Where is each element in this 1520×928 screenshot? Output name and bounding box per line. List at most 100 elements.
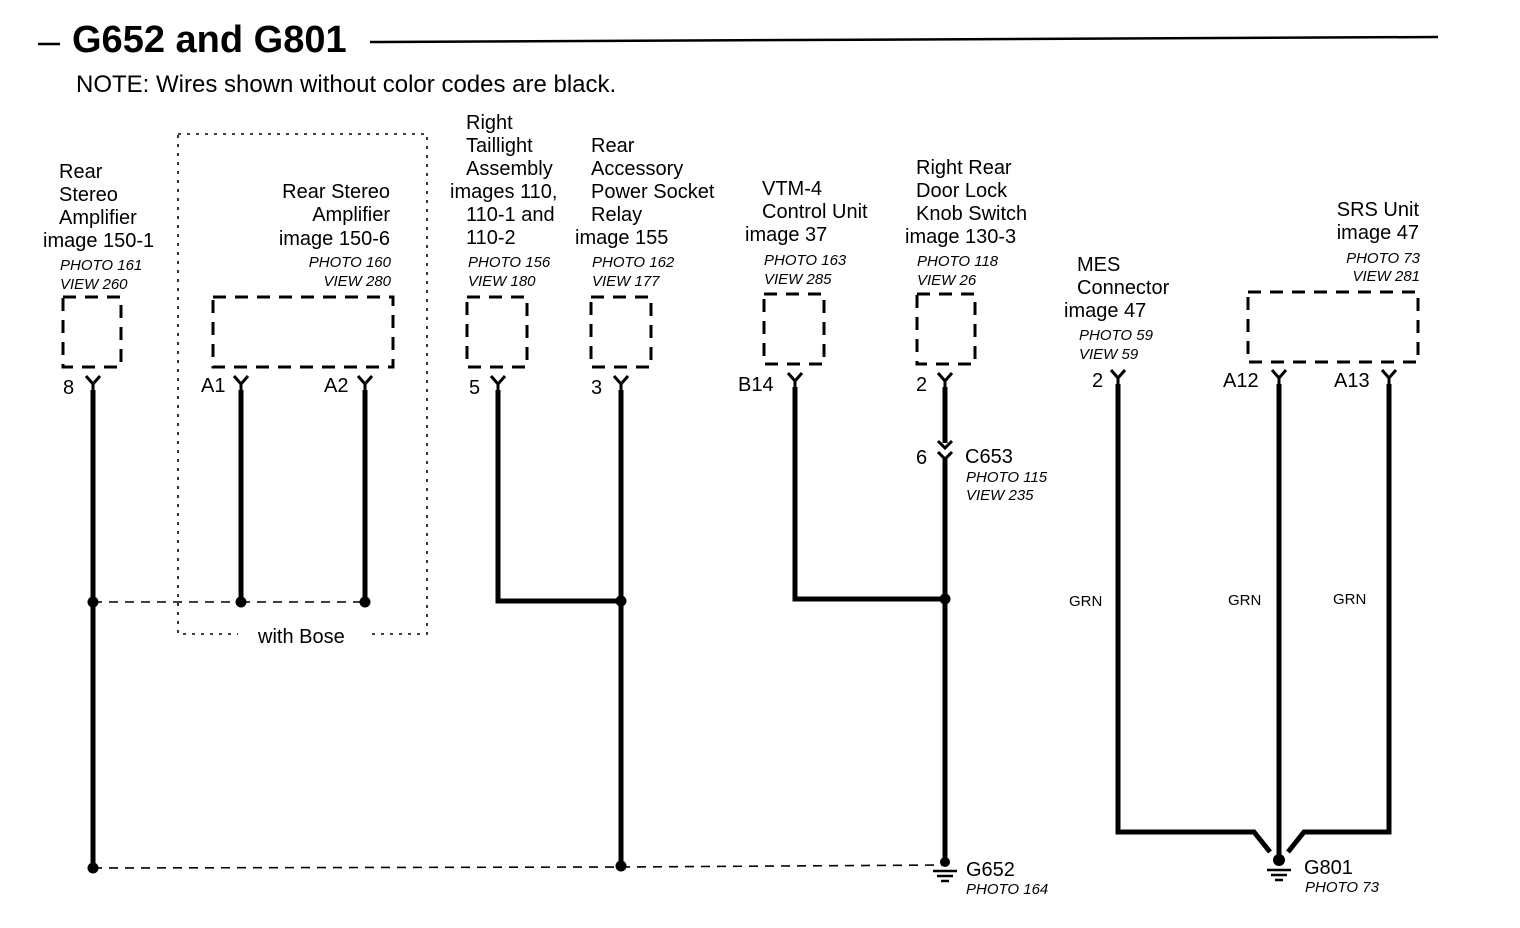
rear-amp-label-line: Stereo [59, 184, 118, 206]
splice-dot [939, 593, 951, 605]
g801-ground-point [1273, 854, 1285, 866]
rear-amp-label-line: image 150-1 [43, 230, 154, 252]
power-socket-connector-box [589, 295, 653, 369]
wire-color-a13: GRN [1333, 591, 1366, 608]
diagram-title: G652 and G801 [72, 19, 347, 61]
power-socket-terminal-icon [612, 375, 630, 390]
bose-amp-photo-ref: PHOTO 160 [309, 254, 392, 271]
rear-amp-view-ref: VIEW 260 [60, 276, 128, 293]
srs-a13-terminal-icon [1380, 369, 1398, 384]
srs-label-line: SRS Unit [1337, 199, 1420, 221]
rear-amp-connector-box [61, 295, 123, 369]
c653-inline-connector-icon [936, 439, 954, 462]
bose-amp-label-line: Amplifier [312, 204, 390, 226]
c653-photo-ref: PHOTO 115 [966, 469, 1048, 486]
vtm4-label-line: image 37 [745, 224, 827, 246]
taillight-pin-label: 5 [469, 377, 480, 399]
splice-dot [87, 596, 99, 608]
splice-dot [235, 596, 247, 608]
g652-photo-ref: PHOTO 164 [966, 881, 1048, 898]
srs-photo-ref: PHOTO 73 [1346, 250, 1421, 267]
taillight-terminal-icon [489, 375, 507, 390]
srs-view-ref: VIEW 281 [1352, 268, 1420, 285]
wire-color-a12: GRN [1228, 592, 1261, 609]
power-socket-pin-label: 3 [591, 377, 602, 399]
bose-amp-pin-a2-label: A2 [324, 375, 348, 397]
bose-amp-a2-terminal-icon [356, 375, 374, 390]
vtm4-label-line: VTM-4 [762, 178, 822, 200]
taillight-view-ref: VIEW 180 [468, 273, 536, 290]
rear-amp-label-line: Amplifier [59, 207, 137, 229]
dashed-link-ground-right [620, 864, 946, 868]
splice-dot [87, 862, 99, 874]
title-rule [369, 35, 1439, 44]
taillight-label-line: 110-2 [466, 227, 516, 249]
rear-amp-pin-label: 8 [63, 377, 74, 399]
vtm4-pin-label: B14 [738, 374, 774, 396]
mes-photo-ref: PHOTO 59 [1079, 327, 1154, 344]
door-lock-photo-ref: PHOTO 118 [917, 253, 999, 270]
component-srs-unit: SRS Unit image 47 PHOTO 73 VIEW 281 A12 … [1223, 199, 1421, 392]
splice-dot [359, 596, 371, 608]
bose-amp-a1-terminal-icon [232, 375, 250, 390]
wire-vtm4-b14 [792, 387, 945, 602]
door-lock-terminal-icon [936, 372, 954, 387]
bose-amp-connector-box [211, 295, 395, 369]
vtm4-terminal-icon [786, 372, 804, 387]
taillight-connector-box [465, 295, 529, 369]
mes-pin-label: 2 [1092, 370, 1103, 392]
connector-c653: 6 C653 PHOTO 115 VIEW 235 [916, 439, 1048, 504]
bose-amp-pin-a1-label: A1 [201, 375, 225, 397]
vtm4-photo-ref: PHOTO 163 [764, 252, 847, 269]
door-lock-label-line: Knob Switch [916, 203, 1027, 225]
vtm4-label-line: Control Unit [762, 201, 868, 223]
g801-name: G801 [1304, 857, 1353, 879]
vtm4-connector-box [762, 292, 826, 366]
wire-mes-2 [1115, 384, 1272, 854]
srs-label-line: image 47 [1337, 222, 1419, 244]
c653-name: C653 [965, 446, 1013, 468]
splice-dot [615, 595, 627, 607]
rear-amp-terminal-icon [84, 375, 102, 390]
taillight-label-line: Taillight [466, 135, 533, 157]
component-right-taillight-assembly: Right Taillight Assembly images 110, 110… [450, 112, 557, 399]
bose-label-mask [238, 624, 372, 648]
srs-pin-a12-label: A12 [1223, 370, 1259, 392]
door-lock-label-line: image 130-3 [905, 226, 1016, 248]
vtm4-view-ref: VIEW 285 [764, 271, 832, 288]
component-bose-rear-stereo-amplifier: Rear Stereo Amplifier image 150-6 PHOTO … [201, 181, 395, 397]
taillight-label-line: images 110, [450, 181, 557, 203]
dashed-link-ground-left [92, 866, 622, 869]
component-vtm4-control-unit: VTM-4 Control Unit image 37 PHOTO 163 VI… [738, 178, 868, 396]
rear-amp-photo-ref: PHOTO 161 [60, 257, 142, 274]
power-socket-label-line: image 155 [575, 227, 668, 249]
taillight-photo-ref: PHOTO 156 [468, 254, 551, 271]
door-lock-connector-box [915, 292, 977, 366]
mes-view-ref: VIEW 59 [1079, 346, 1139, 363]
note-text: NOTE: Wires shown without color codes ar… [76, 71, 616, 98]
bose-amp-view-ref: VIEW 280 [323, 273, 391, 290]
splice-dot [615, 860, 627, 872]
ground-icon [933, 869, 957, 883]
power-socket-label-line: Relay [591, 204, 642, 226]
ground-g652: G652 PHOTO 164 [933, 857, 1048, 898]
srs-connector-box [1246, 290, 1420, 364]
door-lock-label-line: Door Lock [916, 180, 1008, 202]
power-socket-label-line: Accessory [591, 158, 683, 180]
mes-label-line: Connector [1077, 277, 1170, 299]
wire-taillight-5 [495, 390, 621, 604]
rear-amp-label-line: Rear [59, 161, 103, 183]
taillight-label-line: 110-1 and [466, 204, 555, 226]
power-socket-view-ref: VIEW 177 [592, 273, 660, 290]
component-rear-stereo-amplifier: Rear Stereo Amplifier image 150-1 PHOTO … [43, 161, 154, 399]
component-right-rear-door-lock-knob-switch: Right Rear Door Lock Knob Switch image 1… [905, 157, 1027, 396]
srs-pin-a13-label: A13 [1334, 370, 1370, 392]
power-socket-label-line: Power Socket [591, 181, 715, 203]
g652-ground-point [940, 857, 950, 867]
door-lock-label-line: Right Rear [916, 157, 1012, 179]
wire-color-mes: GRN [1069, 593, 1102, 610]
door-lock-pin-label: 2 [916, 374, 927, 396]
mes-label-line: image 47 [1064, 300, 1146, 322]
power-socket-label-line: Rear [591, 135, 635, 157]
